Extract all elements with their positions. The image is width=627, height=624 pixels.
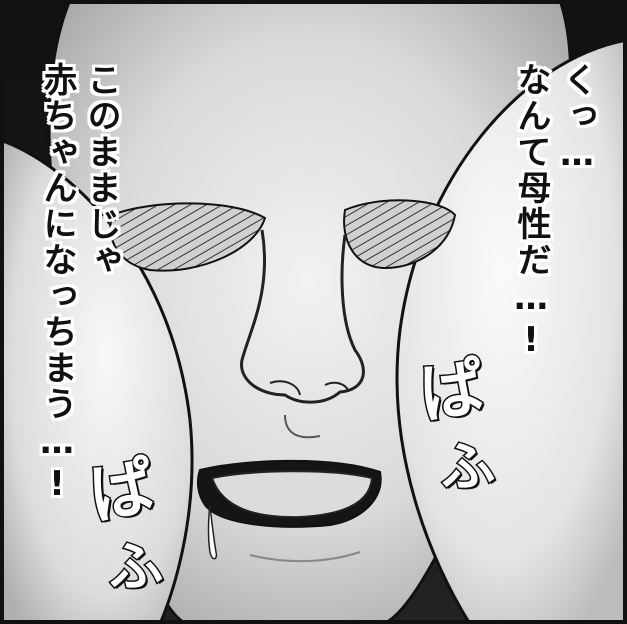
drool — [207, 504, 218, 560]
lower-lip — [210, 470, 374, 519]
right-breast — [395, 38, 627, 624]
sfx-right-pa: ぱ — [414, 349, 491, 434]
sfx-left-fu: ふ — [103, 531, 166, 602]
right-eye-shade — [343, 199, 457, 270]
left-breast — [0, 138, 194, 624]
nose — [240, 229, 365, 404]
dialogue-left-line1: このままじゃ — [81, 62, 121, 278]
dialogue-right-line1: くっ… — [557, 62, 597, 176]
dialogue-left-line2: 赤ちゃんになっちまう…! — [37, 62, 77, 506]
sfx-left-pa: ぱ — [83, 449, 162, 536]
left-eye-shade — [109, 202, 267, 272]
dialogue-right-line2: なんて母性だ…! — [511, 62, 551, 362]
sfx-right-fu: ふ — [435, 431, 498, 502]
